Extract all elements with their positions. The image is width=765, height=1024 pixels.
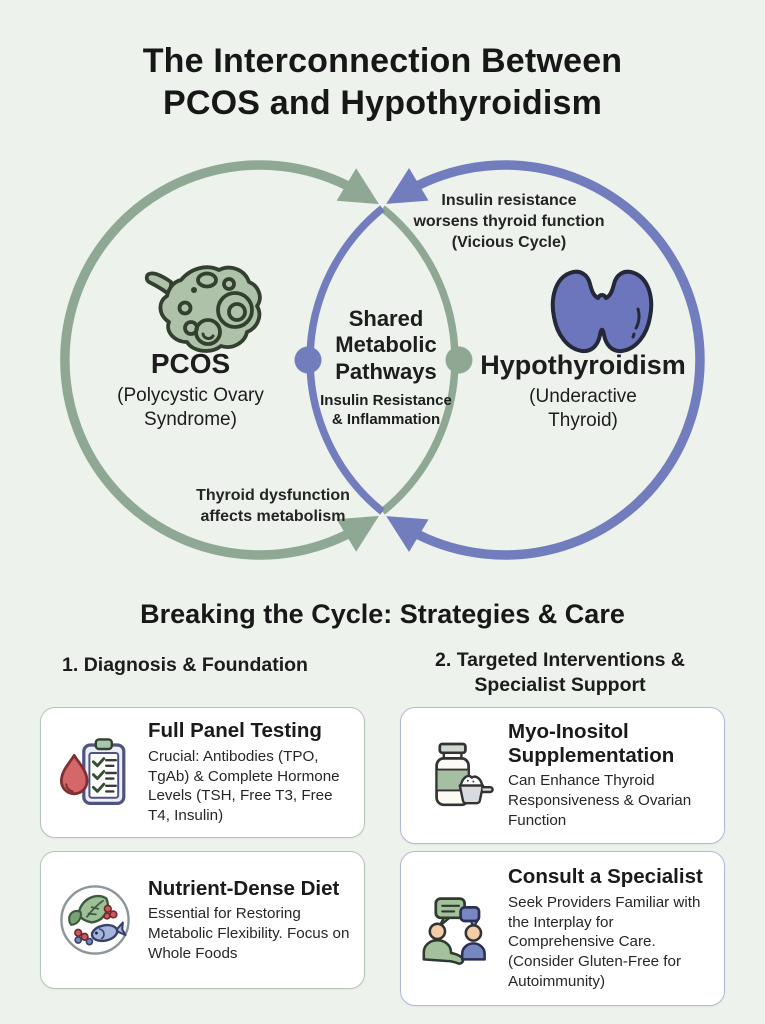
page-title-line2: PCOS and Hypothyroidism (162, 84, 603, 123)
card-title: Full Panel Testing (148, 719, 322, 743)
card-consult-specialist: Consult a Specialist Seek Providers Fami… (400, 851, 725, 1006)
column1-heading: 1. Diagnosis & Foundation (62, 654, 308, 676)
overlap-label-block: Shared Metabolic Pathways Insulin Resist… (316, 306, 456, 430)
card-body: Essential for Restoring Metabolic Flexib… (148, 905, 350, 962)
thyroid-icon (550, 269, 654, 354)
bottom-annotation: Thyroid dysfunction affects metabolism (196, 487, 350, 525)
card-title: Myo-Inositol Supplementation (508, 720, 675, 767)
venn-diagram (60, 160, 705, 560)
pcos-label-block: PCOS (Polycystic Ovary Syndrome) (93, 348, 288, 432)
nutrient-plate-icon (55, 880, 135, 960)
pcos-circle-arc (60, 160, 379, 560)
pcos-label: PCOS (150, 348, 231, 379)
blue-node-dot (294, 346, 322, 374)
hypothyroidism-sublabel: (Underactive Thyroid) (529, 386, 637, 431)
card-myo-inositol: Myo-Inositol Supplementation Can Enhance… (400, 707, 725, 844)
page-title: The Interconnection Between PCOS and Hyp… (0, 40, 765, 124)
card-body: Can Enhance Thyroid Responsiveness & Ova… (508, 772, 692, 829)
section-heading: Breaking the Cycle: Strategies & Care (140, 599, 625, 629)
green-node-dot (445, 346, 473, 374)
card-body: Seek Providers Familiar with the Interpl… (508, 893, 701, 990)
hypothyroidism-label: Hypothyroidism (480, 350, 686, 380)
card-body: Crucial: Antibodies (TPO, TgAb) & Comple… (148, 747, 340, 825)
supplement-jar-icon (415, 736, 495, 816)
hypothyroidism-circle-arc (386, 160, 705, 560)
card-title: Nutrient-Dense Diet (148, 876, 340, 900)
column2-heading: 2. Targeted Interventions & Specialist S… (435, 649, 685, 697)
pcos-sublabel: (Polycystic Ovary Syndrome) (117, 385, 264, 430)
overlap-subtitle: Insulin Resistance & Inflammation (320, 392, 452, 428)
consult-specialist-icon (415, 889, 495, 969)
page-title-line1: The Interconnection Between (142, 42, 623, 80)
hypothyroidism-label-block: Hypothyroidism (Underactive Thyroid) (468, 350, 698, 433)
top-annotation: Insulin resistance worsens thyroid funct… (413, 192, 605, 251)
card-nutrient-dense-diet: Nutrient-Dense Diet Essential for Restor… (40, 851, 365, 989)
blood-test-icon (55, 733, 135, 813)
card-full-panel-testing: Full Panel Testing Crucial: Antibodies (… (40, 707, 365, 838)
overlap-title: Shared Metabolic Pathways (335, 306, 437, 384)
ovary-icon (144, 265, 262, 353)
card-title: Consult a Specialist (508, 865, 703, 889)
